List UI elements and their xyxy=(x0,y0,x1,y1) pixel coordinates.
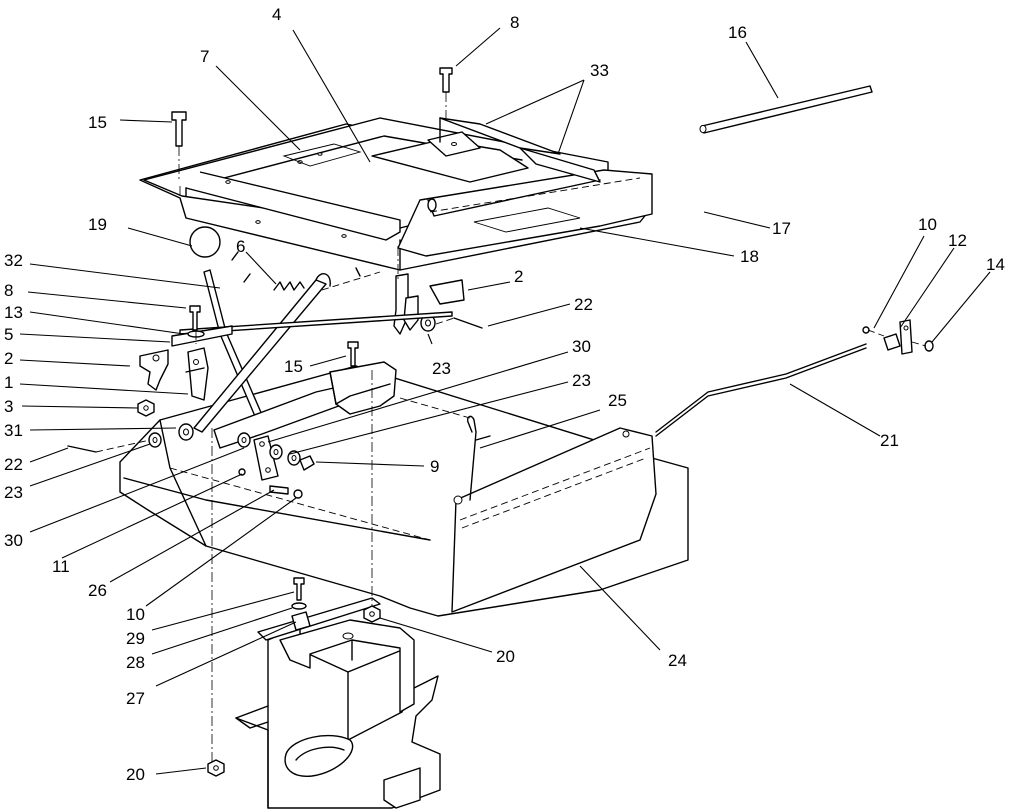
callout-22: 22 xyxy=(574,295,593,314)
lever-mount xyxy=(213,341,397,481)
callout-5: 5 xyxy=(4,325,13,344)
callout-2: 2 xyxy=(514,267,523,286)
callout-25: 25 xyxy=(608,391,627,410)
hitch-pin xyxy=(466,415,491,501)
callout-8: 8 xyxy=(4,281,13,300)
leader-lines xyxy=(19,27,991,775)
callout-2: 2 xyxy=(4,349,13,368)
frame-assembly xyxy=(235,625,441,809)
callout-22: 22 xyxy=(4,455,23,474)
callout-13: 13 xyxy=(4,303,23,322)
seat-pan xyxy=(143,117,653,257)
callout-10: 10 xyxy=(126,605,145,624)
seat-slide-rails xyxy=(427,117,601,183)
callout-1: 1 xyxy=(4,373,13,392)
callout-24: 24 xyxy=(668,651,687,670)
callout-3: 3 xyxy=(4,397,13,416)
mounting-bracket xyxy=(257,597,415,713)
callout-32: 32 xyxy=(4,251,23,270)
callout-labels: 4 8 7 33 16 15 17 18 19 6 10 12 14 32 2 … xyxy=(4,5,1005,784)
callout-20: 20 xyxy=(126,765,145,784)
callout-10: 10 xyxy=(918,215,937,234)
callout-18: 18 xyxy=(740,247,759,266)
callout-7: 7 xyxy=(200,47,209,66)
control-rod xyxy=(655,319,934,437)
callout-23: 23 xyxy=(572,371,591,390)
callout-17: 17 xyxy=(772,219,791,238)
linkage-rod xyxy=(179,311,453,335)
pivot-rod xyxy=(699,85,873,134)
callout-30: 30 xyxy=(572,337,591,356)
callout-21: 21 xyxy=(880,431,899,450)
lever-bracket-left xyxy=(137,305,233,417)
callout-6: 6 xyxy=(236,237,245,256)
callout-15: 15 xyxy=(284,357,303,376)
callout-20: 20 xyxy=(496,647,515,666)
callout-14: 14 xyxy=(986,255,1005,274)
callout-33: 33 xyxy=(590,61,609,80)
callout-26: 26 xyxy=(88,581,107,600)
callout-11: 11 xyxy=(52,557,70,576)
callout-29: 29 xyxy=(126,629,145,648)
callout-8: 8 xyxy=(510,13,519,32)
callout-23: 23 xyxy=(432,359,451,378)
callout-15: 15 xyxy=(88,113,107,132)
lever-hardware xyxy=(67,423,315,499)
callout-28: 28 xyxy=(126,653,145,672)
lower-hardware xyxy=(171,67,453,777)
callout-19: 19 xyxy=(88,215,107,234)
callout-31: 31 xyxy=(4,421,23,440)
callout-27: 27 xyxy=(126,689,145,708)
hinged-plate xyxy=(451,427,657,613)
callout-4: 4 xyxy=(272,5,281,24)
callout-12: 12 xyxy=(948,231,967,250)
callout-23: 23 xyxy=(4,483,23,502)
callout-30: 30 xyxy=(4,531,23,550)
callout-9: 9 xyxy=(430,457,439,476)
callout-16: 16 xyxy=(728,23,747,42)
